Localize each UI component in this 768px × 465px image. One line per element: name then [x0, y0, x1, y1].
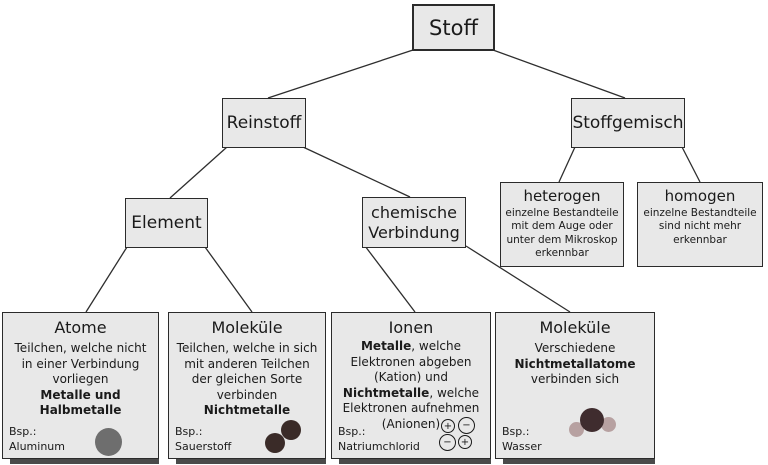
- water-molecule-hydrogen-icon: [601, 417, 616, 432]
- node-reinstoff: Reinstoff: [222, 98, 306, 148]
- molekuele-verbindung-title: Moleküle: [539, 318, 611, 337]
- atome-example: Bsp.: Aluminum: [9, 425, 65, 455]
- atome-example-value: Aluminum: [9, 440, 65, 454]
- shadow-bar: [503, 459, 655, 464]
- atome-description: Teilchen, welche nicht in einer Verbindu…: [3, 341, 158, 419]
- cation-symbol: +: [460, 436, 470, 448]
- cation-plus-icon: +: [458, 435, 472, 449]
- node-element: Element: [125, 198, 208, 248]
- molekuele-verbindung-example-value: Wasser: [502, 440, 542, 454]
- atome-title: Atome: [54, 318, 107, 337]
- molekuele-element-text-bold: Nichtmetalle: [203, 403, 291, 418]
- edge-chemverb-ionen: [364, 245, 416, 313]
- shadow-bar: [10, 459, 159, 464]
- atome-example-label: Bsp.:: [9, 425, 37, 439]
- water-molecule-hydrogen-icon: [569, 422, 584, 437]
- edge-element-atome: [85, 246, 128, 313]
- anion-symbol: −: [443, 437, 452, 448]
- atome-text-bold: Metalle und Halbmetalle: [39, 387, 122, 418]
- ionen-title: Ionen: [388, 318, 434, 337]
- molekuele-element-description: Teilchen, welche in sich mit anderen Tei…: [169, 341, 325, 419]
- ionen-text-normal1: , welche Elektronen abgeben (Kation) und: [350, 339, 472, 385]
- molekuele-verbindung-bold1: Nichtmetallatome: [514, 356, 636, 371]
- edge-stoff-reinstoff: [267, 49, 414, 99]
- ionen-description: Metalle, welche Elektronen abgeben (Kati…: [332, 339, 490, 433]
- node-heterogen: heterogen einzelne Bestandteile mit dem …: [500, 182, 624, 267]
- water-molecule-oxygen-icon: [580, 408, 604, 432]
- molekuele-element-example-value: Sauerstoff: [175, 440, 232, 454]
- molekuele-element-title: Moleküle: [211, 318, 283, 337]
- oxygen-molecule-icon: [265, 433, 285, 453]
- node-stoffgemisch-label: Stoffgemisch: [572, 113, 684, 133]
- molekuele-verbindung-description: Verschiedene Nichtmetallatome verbinden …: [496, 341, 654, 388]
- shadow-bar: [176, 459, 326, 464]
- shadow-bar: [339, 459, 491, 464]
- oxygen-molecule-icon: [281, 420, 301, 440]
- anion-symbol: −: [462, 420, 471, 431]
- heterogen-description: einzelne Bestandteile mit dem Auge oder …: [505, 207, 619, 260]
- node-chemische-verbindung-label: chemische Verbindung: [368, 202, 460, 242]
- molekuele-verbindung-example-label: Bsp.:: [502, 425, 530, 439]
- ionen-example-label: Bsp.:: [338, 425, 366, 439]
- cation-symbol: +: [443, 420, 453, 432]
- homogen-description: einzelne Bestandteile sind nicht mehr er…: [643, 207, 757, 246]
- edge-stoff-stoffgemisch: [492, 49, 626, 99]
- node-element-label: Element: [131, 213, 202, 233]
- ionen-text-bold2: Nichtmetalle: [342, 385, 430, 400]
- node-stoffgemisch: Stoffgemisch: [571, 98, 685, 148]
- edge-stoffgemisch-heterogen: [558, 146, 576, 183]
- node-homogen: homogen einzelne Bestandteile sind nicht…: [637, 182, 763, 267]
- node-molekuele-element: Moleküle Teilchen, welche in sich mit an…: [168, 312, 326, 459]
- ionen-text-normal2: , welche Elektronen aufnehmen (Anionen): [342, 385, 480, 431]
- ionen-text-bold1: Metalle: [360, 339, 412, 353]
- homogen-title: homogen: [664, 187, 736, 205]
- ionen-example: Bsp.: Natriumchlorid: [338, 425, 420, 455]
- molekuele-element-text: Teilchen, welche in sich mit anderen Tei…: [176, 341, 318, 402]
- molekuele-verbindung-normal1: Verschiedene: [534, 341, 616, 355]
- cation-plus-icon: +: [441, 419, 455, 433]
- ionen-example-value: Natriumchlorid: [338, 440, 420, 454]
- aluminum-atom-icon: [95, 428, 122, 456]
- atome-text: Teilchen, welche nicht in einer Verbindu…: [14, 341, 147, 387]
- node-reinstoff-label: Reinstoff: [226, 113, 302, 133]
- node-chemische-verbindung: chemische Verbindung: [362, 197, 466, 248]
- molekuele-verbindung-normal2: verbinden sich: [530, 372, 620, 387]
- node-stoff: Stoff: [412, 4, 495, 51]
- edge-reinstoff-chemverb: [302, 146, 411, 198]
- molekuele-element-example: Bsp.: Sauerstoff: [175, 425, 231, 455]
- node-stoff-label: Stoff: [429, 15, 478, 40]
- anion-minus-icon: −: [458, 417, 475, 434]
- edge-stoffgemisch-homogen: [681, 146, 701, 183]
- node-ionen: Ionen Metalle, welche Elektronen abgeben…: [331, 312, 491, 459]
- edge-element-molekuele: [204, 246, 253, 313]
- node-atome: Atome Teilchen, welche nicht in einer Ve…: [2, 312, 159, 459]
- molekuele-element-example-label: Bsp.:: [175, 425, 203, 439]
- molekuele-verbindung-example: Bsp.: Wasser: [502, 425, 542, 455]
- heterogen-title: heterogen: [523, 187, 601, 205]
- edge-reinstoff-element: [169, 146, 228, 199]
- anion-minus-icon: −: [439, 434, 456, 451]
